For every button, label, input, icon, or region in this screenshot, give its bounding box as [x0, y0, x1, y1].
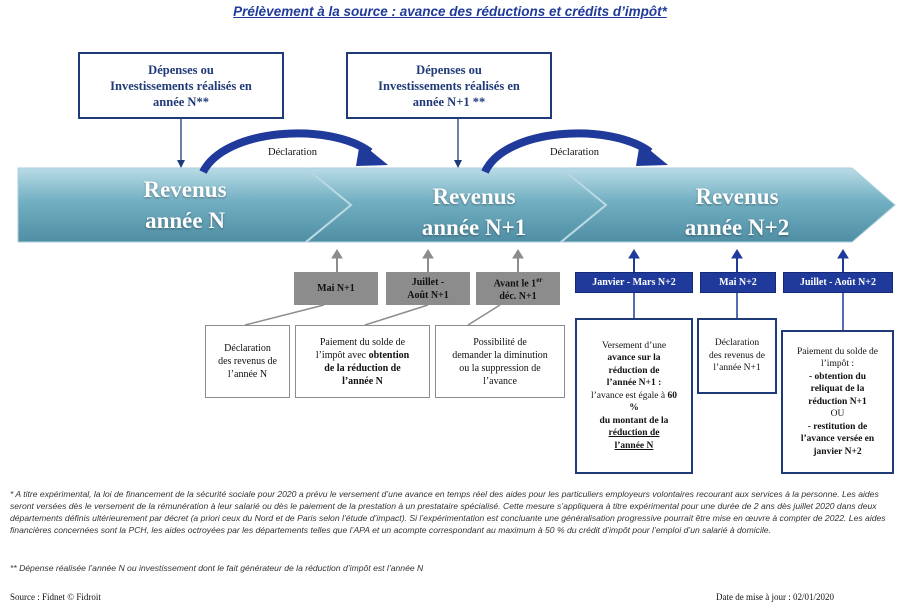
- date-box-avant-text: Avant le 1: [493, 278, 537, 290]
- top-box-year-n: Dépenses ou Investissements réalisés en …: [78, 52, 284, 119]
- declaration-arrow-2: [481, 129, 653, 174]
- desc-paiement-l4: l’année N: [342, 375, 383, 387]
- desc-paiement-l2b: obtention: [368, 349, 410, 361]
- desc-versement-l7: du montant de la: [599, 415, 669, 426]
- top-box-n1-line1: Dépenses ou: [416, 62, 482, 77]
- source-credit: Source : Fidnet © Fidroit: [10, 592, 101, 602]
- declaration-label-2: Déclaration: [550, 147, 599, 158]
- desc-solde-n2-l9: janvier N+2: [813, 446, 862, 457]
- date-box-mai-n1-label: Mai N+1: [317, 283, 355, 294]
- declaration-arrow-1: [199, 129, 373, 175]
- date-box-avant-1er-dec: Avant le 1er déc. N+1: [476, 272, 560, 305]
- desc-solde-n2-l5: réduction N+1: [808, 396, 867, 407]
- desc-versement-l9: l’année N: [614, 440, 654, 451]
- desc-solde-n2-l8: l’avance versée en: [800, 434, 875, 445]
- desc-box-declaration-n1: Déclaration des revenus de l’année N+1: [697, 318, 777, 394]
- desc-versement-l5b: 60: [667, 390, 677, 401]
- revenus-n1: Revenus année N+1: [374, 181, 574, 243]
- top-box-n-line2: Investissements réalisés en: [110, 78, 252, 93]
- date-box-juillet-line2: Août N+1: [407, 289, 449, 301]
- timeline-arrow-n2: [560, 167, 896, 243]
- top-box-n-line3: année N**: [153, 94, 209, 109]
- desc-versement-l6: %: [629, 403, 639, 414]
- desc-box-paiement-solde-n: Paiement du solde de l’impôt avec obtent…: [295, 325, 430, 398]
- desc-possibilite-l3: ou la suppression de: [459, 362, 541, 374]
- footnote-2: ** Dépense réalisée l’année N ou investi…: [10, 563, 424, 573]
- footnote-1: * A titre expérimental, la loi de financ…: [10, 489, 886, 535]
- update-date: Date de mise à jour : 02/01/2020: [716, 592, 834, 602]
- revenus-n2: Revenus année N+2: [632, 181, 842, 243]
- desc-declaration-n-l3: l’année N: [227, 369, 268, 380]
- desc-declaration-n-l2: des revenus de: [218, 356, 277, 367]
- desc-possibilite-l2: demander la diminution: [452, 349, 548, 361]
- revenus-n: Revenus année N: [90, 174, 280, 236]
- desc-versement-l5a: l’avance est égale à: [591, 390, 668, 401]
- desc-versement-l3: réduction de: [608, 365, 660, 376]
- desc-solde-n2-l2: l’impôt :: [821, 359, 854, 370]
- date-box-juillet-line1: Juillet -: [411, 276, 445, 288]
- desc-versement-l1: Versement d’une: [601, 340, 667, 351]
- desc-paiement-l1: Paiement du solde de: [319, 336, 406, 348]
- desc-box-paiement-solde-n2: Paiement du solde de l’impôt : - obtenti…: [781, 330, 894, 474]
- revenus-n2-line2: année N+2: [684, 215, 790, 240]
- desc-paiement-l3: de la réduction de: [324, 362, 401, 374]
- desc-paiement-l2: l’impôt avec obtention: [316, 349, 409, 362]
- desc-versement-l5: l’avance est égale à 60: [591, 390, 677, 403]
- date-box-avant-sup: er: [536, 275, 543, 284]
- desc-declaration-n1-l3: l’année N+1: [713, 363, 761, 374]
- date-box-juillet-aout-n1: Juillet - Août N+1: [386, 272, 470, 305]
- timeline-arrow-n: [17, 167, 351, 243]
- desc-possibilite-l4: l’avance: [483, 375, 517, 387]
- top-box-year-n1: Dépenses ou Investissements réalisés en …: [346, 52, 552, 119]
- top-box-n1-line2: Investissements réalisés en: [378, 78, 520, 93]
- desc-possibilite-l1: Possibilité de: [473, 336, 527, 348]
- date-box-mai-n1: Mai N+1: [294, 272, 378, 305]
- timeline-arrow-n1: [305, 167, 606, 243]
- desc-solde-n2-l1: Paiement du solde de: [797, 346, 878, 357]
- desc-paiement-l2a: l’impôt avec: [315, 349, 369, 361]
- date-box-avant-line2: déc. N+1: [499, 291, 537, 303]
- date-box-mai-n2: Mai N+2: [700, 272, 776, 293]
- desc-versement-l8: réduction de: [608, 428, 660, 439]
- desc-box-declaration-n: Déclaration des revenus de l’année N: [205, 325, 290, 398]
- revenus-n-line1: Revenus: [143, 177, 227, 202]
- revenus-n-line2: année N: [145, 208, 225, 233]
- desc-solde-n2-l7: - restitution de: [807, 421, 868, 432]
- date-box-juillet-aout-n2: Juillet - Août N+2: [783, 272, 893, 293]
- revenus-n1-line1: Revenus: [432, 184, 516, 209]
- date-box-avant-line1: Avant le 1er: [494, 274, 543, 290]
- desc-box-possibilite: Possibilité de demander la diminution ou…: [435, 325, 565, 398]
- desc-solde-n2-l3: - obtention du: [808, 371, 866, 382]
- top-box-n1-line3: année N+1 **: [412, 94, 486, 109]
- desc-versement-l2: avance sur la: [607, 353, 661, 364]
- desc-versement-l4: l’année N+1 :: [606, 378, 662, 389]
- declaration-label-1: Déclaration: [268, 147, 317, 158]
- desc-declaration-n-l1: Déclaration: [224, 343, 271, 354]
- desc-declaration-n1-l1: Déclaration: [714, 338, 760, 349]
- page-title: Prélèvement à la source : avance des réd…: [233, 4, 667, 19]
- revenus-n2-line1: Revenus: [695, 184, 779, 209]
- top-box-n-line1: Dépenses ou: [148, 62, 214, 77]
- desc-solde-n2-l4: reliquat de la: [810, 384, 865, 395]
- desc-declaration-n1-l2: des revenus de: [709, 350, 765, 361]
- date-box-janvier-mars-n2: Janvier - Mars N+2: [575, 272, 693, 293]
- desc-box-versement-avance: Versement d’une avance sur la réduction …: [575, 318, 693, 474]
- revenus-n1-line2: année N+1: [421, 215, 527, 240]
- desc-solde-n2-l6: OU: [830, 409, 845, 420]
